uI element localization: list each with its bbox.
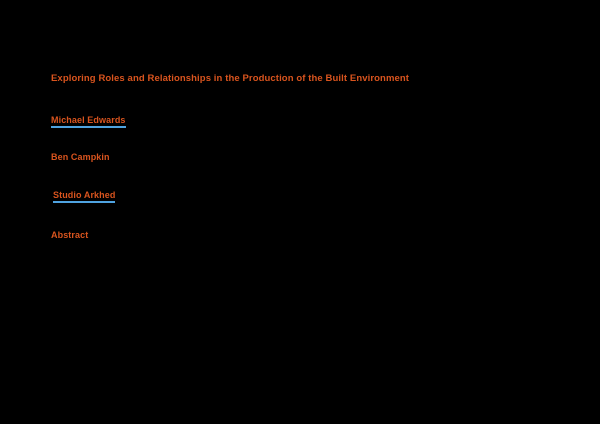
document-title: Exploring Roles and Relationships in the…	[51, 73, 410, 84]
author-link[interactable]: Michael Edwards	[51, 115, 126, 128]
abstract-heading: Abstract	[51, 230, 89, 240]
affiliation-link[interactable]: Studio Arkhed	[53, 190, 116, 203]
affiliation-link-wrapper: Studio Arkhed	[53, 190, 116, 203]
author-link-wrapper: Michael Edwards	[51, 115, 126, 128]
coauthor-name: Ben Campkin	[51, 152, 110, 162]
